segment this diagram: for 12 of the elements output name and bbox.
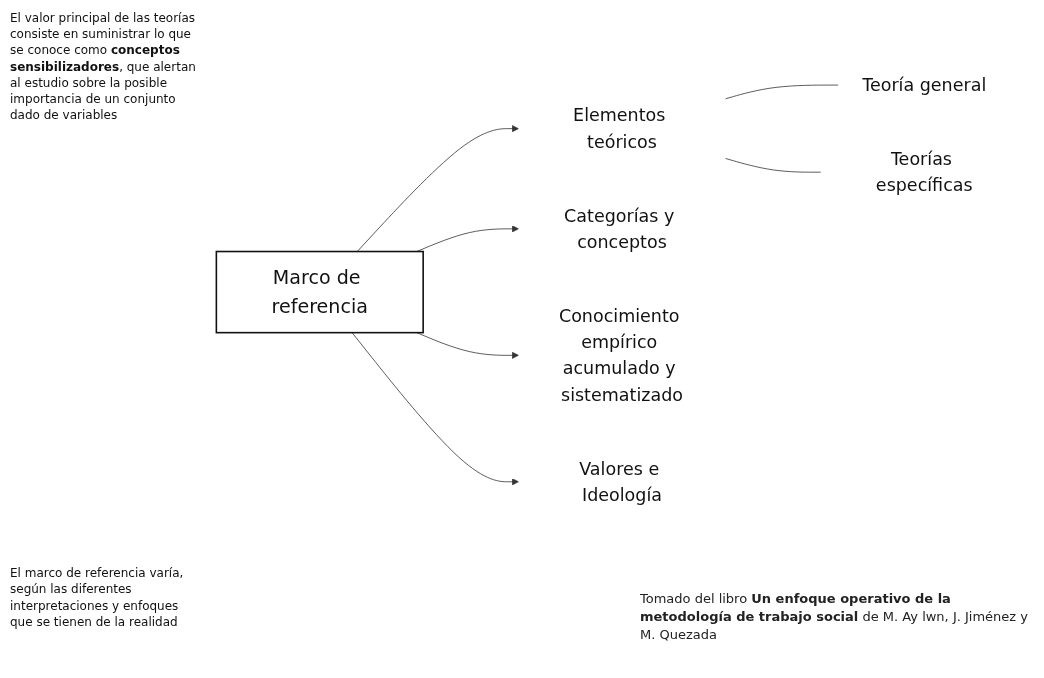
node-text: Teorías específicas (875, 149, 973, 196)
node-box: Marco de referencia (215, 250, 424, 334)
connector (725, 158, 822, 173)
node-text: Teoría general (862, 75, 987, 96)
note-text: El valor principal de las teorías consiste en suministrar lo que se conoce como conceptos sensibilizadores, que alertan al estudio sobre la posible importancia de un conjunto dado de variables (10, 10, 197, 124)
node-text: Conocimiento empírico acumulado y sistematizado (558, 306, 683, 405)
connector (725, 84, 839, 100)
node-text: Valores e Ideología (579, 458, 662, 505)
note-text: El marco de referencia varía, según las diferentes interpretaciones y enfoques que se tienen de la realidad (10, 565, 185, 630)
node-text: Categorías y conceptos (564, 205, 675, 252)
source-caption: Tomado del libro Un enfoque operativo de la metodología de trabajo social de M. Ay lwn, J. Jiménez y M. Quezada (640, 590, 1029, 645)
node-text: Elementos teóricos (573, 105, 666, 152)
